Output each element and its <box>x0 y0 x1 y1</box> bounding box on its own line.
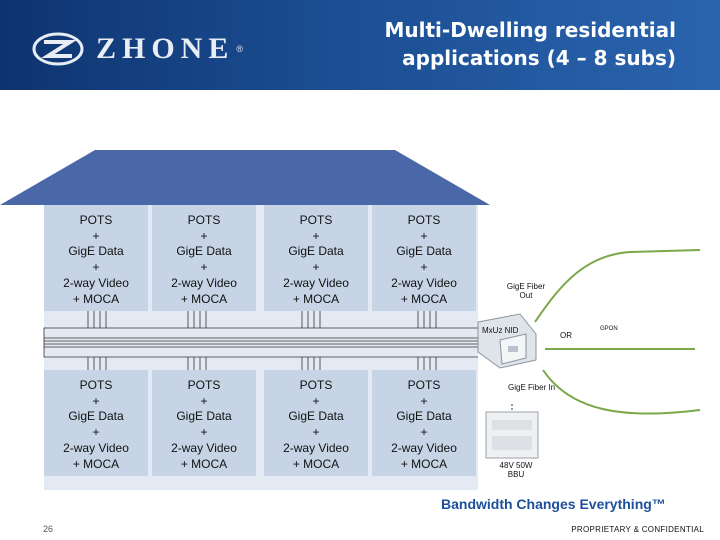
power-label: 48V 50W BBU <box>494 461 538 479</box>
service-line: + MOCA <box>180 456 228 471</box>
power-supply-icon <box>485 411 539 459</box>
service-line: GigE Data <box>288 409 344 424</box>
service-line: + <box>312 228 320 243</box>
service-line: + <box>420 393 428 408</box>
service-line: 2-way Video <box>283 440 349 455</box>
service-line: + <box>92 260 100 275</box>
page-number: 26 <box>43 524 54 534</box>
label-line: 48V 50W <box>499 461 533 470</box>
service-line: + <box>420 260 428 275</box>
nid-device-icon <box>477 313 537 369</box>
service-line: GigE Data <box>68 409 124 424</box>
device-label: MxUz NID <box>482 326 519 335</box>
service-line: + MOCA <box>400 291 448 306</box>
apartment-unit: POTS + GigE Data + 2-way Video + MOCA <box>264 205 368 311</box>
service-line: + MOCA <box>292 291 340 306</box>
apartment-unit: POTS + GigE Data + 2-way Video + MOCA <box>44 205 148 311</box>
zhone-mark-icon <box>32 32 84 66</box>
service-line: + <box>200 393 208 408</box>
service-line: + MOCA <box>292 456 340 471</box>
building-roof <box>0 150 490 205</box>
riser-cables <box>43 311 478 370</box>
brand-tagline: Bandwidth Changes Everything™ <box>441 496 666 512</box>
service-line: POTS <box>187 213 221 227</box>
service-line: GigE Data <box>176 244 232 259</box>
logo-text: ZHONE <box>96 32 235 65</box>
service-line: 2-way Video <box>63 275 129 290</box>
apartment-unit: POTS + GigE Data + 2-way Video + MOCA <box>152 370 256 476</box>
apartment-unit: POTS + GigE Data + 2-way Video + MOCA <box>372 370 476 476</box>
fiber-out-label: GigE Fiber Out <box>500 282 552 300</box>
service-line: + <box>312 393 320 408</box>
apartment-unit: POTS + GigE Data + 2-way Video + MOCA <box>264 370 368 476</box>
service-line: POTS <box>187 378 221 392</box>
service-line: + MOCA <box>180 291 228 306</box>
service-line: GigE Data <box>176 409 232 424</box>
service-line: POTS <box>79 378 113 392</box>
slide-title: Multi-Dwelling residential applications … <box>336 16 676 72</box>
service-line: POTS <box>407 378 441 392</box>
apartment-unit: POTS + GigE Data + 2-way Video + MOCA <box>372 205 476 311</box>
service-line: POTS <box>79 213 113 227</box>
service-line: + MOCA <box>72 291 120 306</box>
apartment-unit: POTS + GigE Data + 2-way Video + MOCA <box>44 370 148 476</box>
slide-header: ZHONE ® Multi-Dwelling residential appli… <box>0 0 720 90</box>
service-line: + <box>200 260 208 275</box>
service-line: GigE Data <box>396 244 452 259</box>
service-line: 2-way Video <box>283 275 349 290</box>
service-line: + <box>312 260 320 275</box>
service-line: 2-way Video <box>171 440 237 455</box>
label-line: Out <box>519 291 533 300</box>
service-line: + MOCA <box>400 456 448 471</box>
service-line: POTS <box>299 213 333 227</box>
label-line: BBU <box>507 470 525 479</box>
zhone-logo: ZHONE ® <box>32 32 243 66</box>
service-line: 2-way Video <box>391 275 457 290</box>
service-line: + <box>200 425 208 440</box>
fiber-in-label: GigE Fiber In <box>508 383 556 392</box>
title-line-2: applications (4 – 8 subs) <box>402 46 676 70</box>
service-line: POTS <box>407 213 441 227</box>
service-line: 2-way Video <box>171 275 237 290</box>
service-line: + <box>92 228 100 243</box>
service-line: + <box>92 393 100 408</box>
service-line: + MOCA <box>72 456 120 471</box>
service-line: + <box>420 425 428 440</box>
service-line: + <box>312 425 320 440</box>
service-line: POTS <box>299 378 333 392</box>
service-line: 2-way Video <box>63 440 129 455</box>
service-line: + <box>92 425 100 440</box>
service-line: GigE Data <box>288 244 344 259</box>
service-line: 2-way Video <box>391 440 457 455</box>
label-line: GigE Fiber <box>506 282 546 291</box>
service-line: GigE Data <box>396 409 452 424</box>
title-line-1: Multi-Dwelling residential <box>384 18 676 42</box>
service-line: GigE Data <box>68 244 124 259</box>
gpon-label: GPON <box>600 326 618 332</box>
apartment-unit: POTS + GigE Data + 2-way Video + MOCA <box>152 205 256 311</box>
service-line: + <box>420 228 428 243</box>
or-label: OR <box>560 331 572 340</box>
service-line: + <box>200 228 208 243</box>
registered-mark: ® <box>236 44 243 54</box>
fiber-lines <box>534 249 701 415</box>
confidential-notice: PROPRIETARY & CONFIDENTIAL <box>571 525 704 534</box>
